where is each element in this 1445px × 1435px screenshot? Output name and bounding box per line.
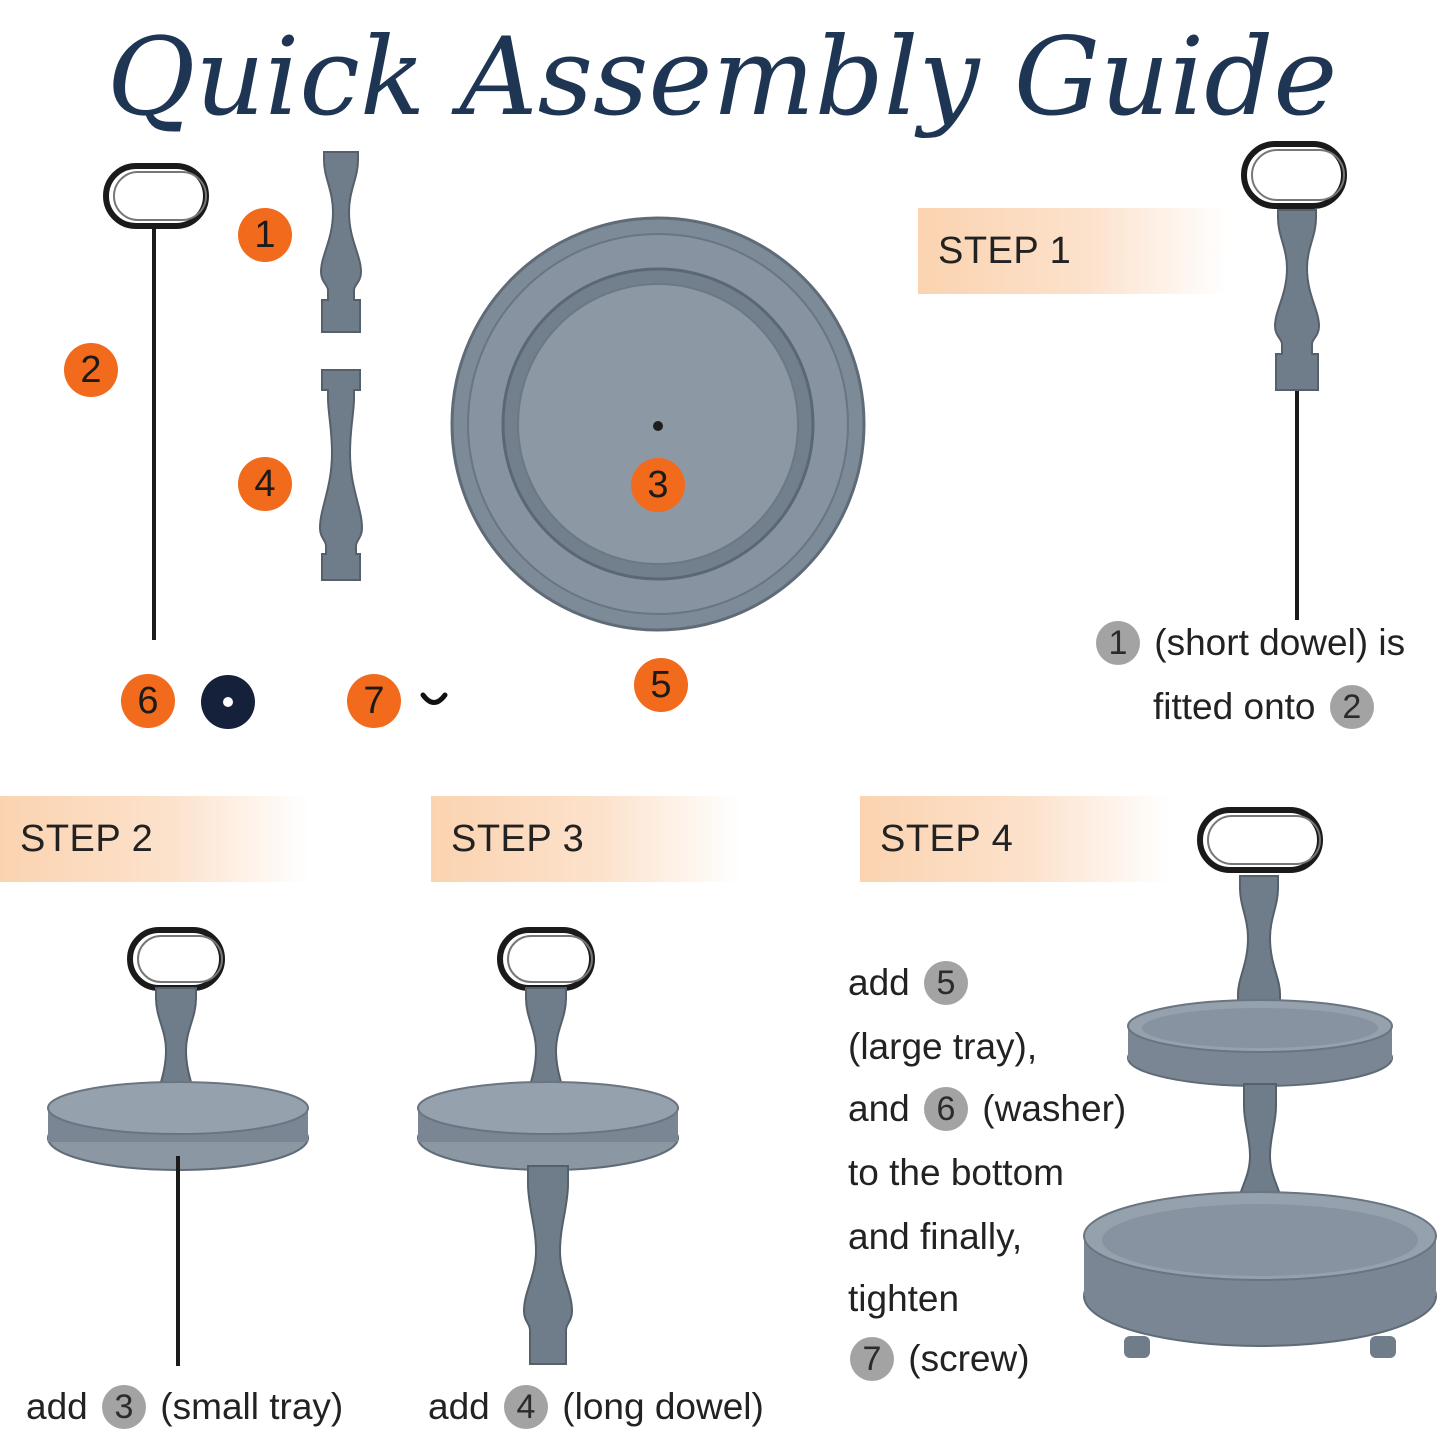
step-4-ref-badge-5: 5	[924, 961, 969, 1006]
part-badge-5: 5	[634, 658, 688, 712]
step-4-caption-line-6: tighten	[848, 1278, 960, 1319]
part-badge-2: 2	[64, 343, 118, 397]
step-4-illustration	[1083, 807, 1437, 1358]
part-badge-6: 6	[121, 674, 175, 728]
rod-with-ring-illustration	[103, 163, 209, 640]
step-2-ref-badge: 3	[102, 1385, 147, 1430]
step-4-caption-line-5: and finally,	[848, 1216, 1023, 1257]
step-1-banner: STEP 1	[918, 208, 1228, 294]
step-1-label: STEP 1	[938, 230, 1072, 272]
step-4-ref-badge-7: 7	[850, 1337, 894, 1382]
step-2-banner: STEP 2	[0, 796, 310, 882]
step-3-label: STEP 3	[451, 818, 585, 860]
step-1-caption-text-1: (short dowel) is	[1154, 622, 1406, 664]
step-1-caption-line-2: fitted onto 2	[1153, 684, 1378, 730]
step-4-ref-badge-6: 6	[924, 1087, 969, 1132]
screw-illustration	[420, 692, 448, 705]
guide-title-text: Quick Assembly Guide	[107, 15, 1338, 140]
step-1-caption-line-1: 1 (short dowel) is	[1092, 620, 1406, 666]
washer-illustration	[201, 675, 255, 729]
step-2-illustration	[47, 927, 309, 1366]
step-3-caption-pre: add	[428, 1386, 490, 1428]
step-3-banner: STEP 3	[431, 796, 741, 882]
short-dowel-illustration	[319, 151, 363, 333]
step-2-caption-text: (small tray)	[160, 1386, 344, 1428]
part-badge-3: 3	[631, 458, 685, 512]
long-dowel-illustration	[318, 369, 364, 581]
guide-title: Quick Assembly Guide	[107, 15, 1338, 140]
step-3-caption: add 4 (long dowel)	[428, 1384, 764, 1430]
step-4-banner: STEP 4	[860, 796, 1170, 882]
step-4-caption-line-7: 7 (screw)	[846, 1336, 1030, 1382]
step-4-caption-pre-3: and	[848, 1088, 910, 1130]
part-badge-4: 4	[238, 457, 292, 511]
step-4-caption-line-1: add 5	[848, 960, 972, 1006]
step-3-ref-badge: 4	[504, 1385, 549, 1430]
step-2-caption-pre: add	[26, 1386, 88, 1428]
trays-top-view-illustration	[450, 216, 866, 632]
step-4-caption-line-3: and 6 (washer)	[848, 1086, 1127, 1132]
step-4-caption-text-7: (screw)	[908, 1338, 1030, 1380]
step-4-caption-text-3: (washer)	[982, 1088, 1127, 1130]
step-3-illustration	[417, 927, 679, 1365]
step-1-ref-badge-1: 1	[1096, 621, 1140, 666]
step-1-caption-text-2: fitted onto	[1153, 686, 1316, 728]
step-3-caption-text: (long dowel)	[562, 1386, 764, 1428]
step-4-label: STEP 4	[880, 818, 1014, 860]
step-2-caption: add 3 (small tray)	[26, 1384, 344, 1430]
step-1-ref-badge-2: 2	[1329, 685, 1374, 730]
step-4-caption-pre-1: add	[848, 962, 910, 1004]
step-4-caption-line-2: (large tray),	[848, 1026, 1038, 1067]
step-2-label: STEP 2	[20, 818, 154, 860]
step-1-illustration	[1241, 141, 1347, 620]
step-4-caption-line-4: to the bottom	[848, 1152, 1064, 1193]
part-badge-1: 1	[238, 208, 292, 262]
part-badge-7: 7	[347, 674, 401, 728]
